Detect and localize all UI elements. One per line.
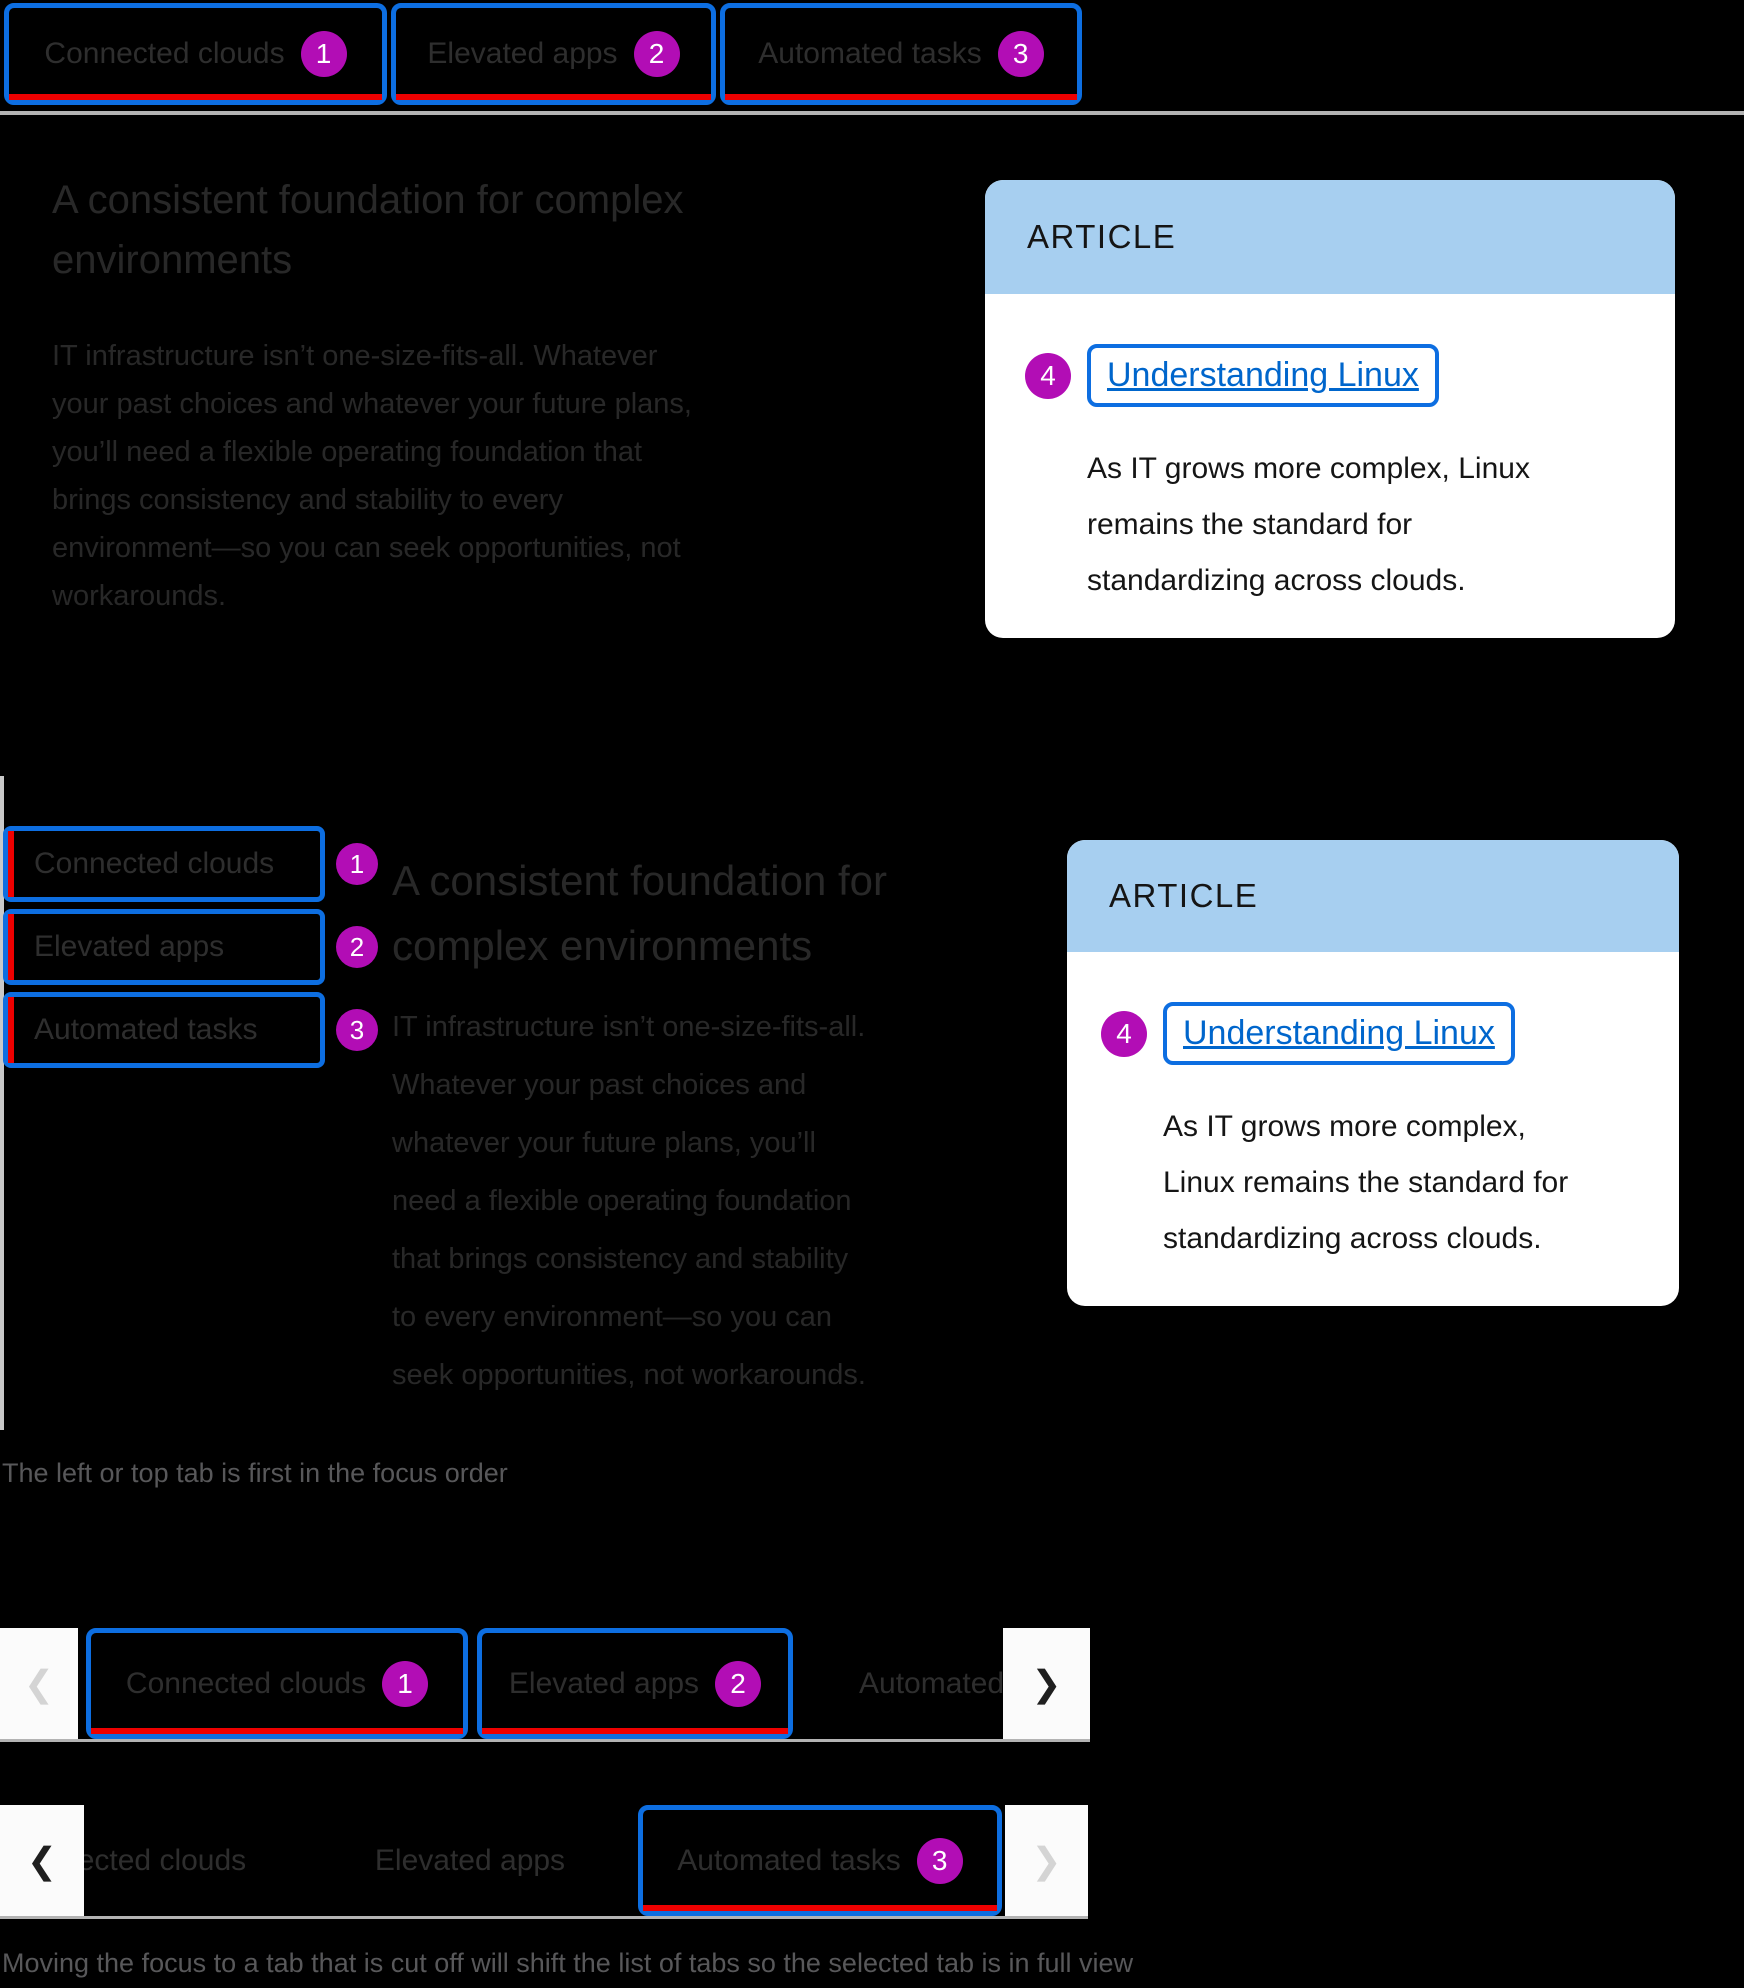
focus-order-badge-2: 2 — [336, 926, 378, 968]
article-card-body: 4 Understanding Linux As IT grows more c… — [1067, 952, 1679, 1267]
chevron-right-icon: ❯ — [1031, 1839, 1062, 1881]
tab-elevated-apps[interactable]: Elevated apps 2 — [391, 3, 716, 105]
tab-label: Elevated apps — [374, 1843, 566, 1877]
vertical-tab-automated-tasks[interactable]: Automated tasks — [3, 992, 325, 1068]
link-focus-outline: Understanding Linux — [1163, 1002, 1515, 1065]
tab-label: Connected clouds — [34, 847, 275, 880]
selected-tab-indicator — [482, 1728, 788, 1734]
content-paragraph: IT infrastructure isn’t one-size-fits-al… — [52, 340, 692, 612]
tab-label: Elevated apps — [508, 1666, 700, 1700]
vertical-tab-elevated-apps[interactable]: Elevated apps — [3, 909, 325, 985]
selected-tab-indicator — [643, 1905, 997, 1911]
link-focus-outline: Understanding Linux — [1087, 344, 1439, 407]
selected-tab-indicator — [396, 94, 711, 100]
tab-label: Automated tasks — [758, 37, 982, 70]
article-card-header: ARTICLE — [1067, 840, 1679, 952]
article-description: As IT grows more complex, Linux remains … — [1087, 452, 1530, 597]
article-link[interactable]: Understanding Linux — [1183, 1014, 1495, 1052]
tab-bar-divider — [0, 1739, 1090, 1742]
selected-tab-indicator — [9, 94, 382, 100]
tab-connected-clouds[interactable]: Connected clouds 1 — [4, 3, 387, 105]
tab-label: Connected clouds — [44, 37, 285, 70]
tab-elevated-apps[interactable]: Elevated apps 2 — [477, 1628, 793, 1739]
focus-order-badge-3: 3 — [997, 31, 1044, 77]
focus-order-badge-2: 2 — [633, 31, 680, 77]
article-overline: ARTICLE — [1109, 877, 1259, 914]
selected-tab-indicator — [91, 1728, 463, 1734]
tab-label: Automated tasks — [34, 1013, 258, 1046]
tab-label: Connected clouds — [125, 1666, 367, 1700]
focus-order-badge-1: 1 — [336, 843, 378, 885]
tab-label: Elevated apps — [34, 930, 225, 963]
focus-order-badge-1: 1 — [382, 1660, 429, 1707]
tab-automated-tasks[interactable]: Automated tasks 3 — [638, 1805, 1002, 1916]
article-description: As IT grows more complex, Linux remains … — [1163, 1110, 1569, 1255]
focus-order-badge-4: 4 — [1025, 352, 1071, 399]
selected-tab-indicator — [8, 831, 14, 897]
selected-tab-indicator — [725, 94, 1077, 100]
focus-order-badge-4: 4 — [1101, 1010, 1147, 1057]
chevron-left-icon: ❮ — [26, 1839, 58, 1881]
tab-connected-clouds[interactable]: Connected clouds 1 — [86, 1628, 468, 1739]
article-link[interactable]: Understanding Linux — [1107, 356, 1419, 394]
focus-order-badge-3: 3 — [336, 1009, 378, 1051]
chevron-right-icon: ❯ — [1031, 1662, 1062, 1704]
article-overline: ARTICLE — [1027, 218, 1177, 255]
tab-label: Elevated apps — [427, 37, 618, 70]
tab-elevated-apps[interactable]: Elevated apps — [300, 1805, 640, 1916]
tab-bar-divider — [0, 111, 1744, 115]
article-card-body: 4 Understanding Linux As IT grows more c… — [985, 294, 1675, 609]
scroll-next-button[interactable]: ❯ — [1005, 1805, 1088, 1916]
scroll-next-button[interactable]: ❯ — [1003, 1628, 1090, 1739]
selected-tab-indicator — [8, 997, 14, 1063]
tab-connected-clouds-cut-off[interactable]: Connected clouds — [84, 1805, 252, 1916]
tab-automated-tasks-cut-off[interactable]: Automated tasks — [797, 1628, 1003, 1739]
caption-focus-order: The left or top tab is first in the focu… — [2, 1458, 508, 1488]
focus-order-badge-3: 3 — [916, 1837, 963, 1884]
scroll-prev-button[interactable]: ❮ — [0, 1805, 84, 1916]
article-card-header: ARTICLE — [985, 180, 1675, 294]
article-card: ARTICLE 4 Understanding Linux As IT grow… — [985, 180, 1675, 638]
tab-bar-divider — [0, 1916, 1088, 1919]
scroll-prev-button[interactable]: ❮ — [0, 1628, 78, 1739]
content-heading: A consistent foundation for complex envi… — [392, 857, 887, 969]
caption-overflow-behavior: Moving the focus to a tab that is cut of… — [2, 1948, 1134, 1978]
tab-label: Connected clouds — [84, 1843, 247, 1877]
article-link-row: 4 Understanding Linux — [1101, 1002, 1649, 1065]
article-link-row: 4 Understanding Linux — [1025, 344, 1635, 407]
vertical-tab-connected-clouds[interactable]: Connected clouds — [3, 826, 325, 902]
tab-automated-tasks[interactable]: Automated tasks 3 — [720, 3, 1082, 105]
content-paragraph: IT infrastructure isn’t one-size-fits-al… — [392, 1011, 866, 1391]
focus-order-badge-2: 2 — [715, 1660, 762, 1707]
content-heading: A consistent foundation for complex envi… — [52, 178, 684, 282]
chevron-left-icon: ❮ — [23, 1662, 55, 1704]
selected-tab-indicator — [8, 914, 14, 980]
article-card: ARTICLE 4 Understanding Linux As IT grow… — [1067, 840, 1679, 1306]
tab-label: Automated tasks — [677, 1843, 901, 1877]
focus-order-badge-1: 1 — [300, 31, 347, 77]
tab-label: Automated tasks — [859, 1666, 1003, 1700]
vertical-tabs-edge-divider — [0, 776, 4, 1430]
